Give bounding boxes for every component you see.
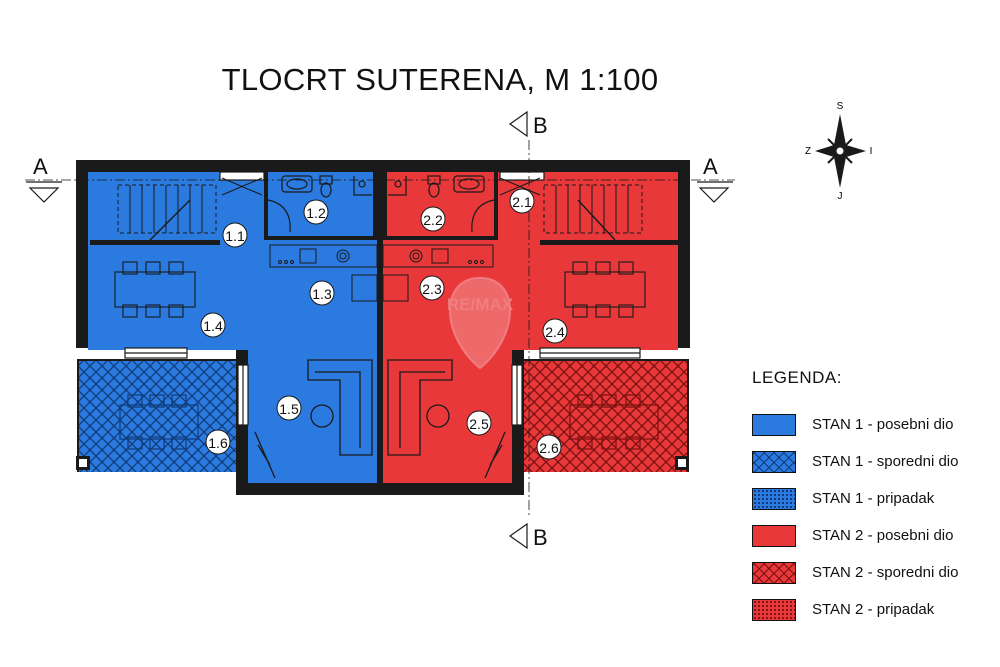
compass-north: S <box>837 101 844 112</box>
section-b-top: B <box>533 113 548 138</box>
room-label: 1.5 <box>276 395 302 421</box>
legend-item: STAN 2 - pripadak <box>752 591 997 628</box>
room-label: 1.1 <box>222 222 248 248</box>
partition-walls <box>90 160 678 483</box>
compass-east: I <box>870 146 873 157</box>
section-a-right: A <box>703 154 718 179</box>
terrace-frame-stan2 <box>522 359 689 472</box>
windows <box>124 171 641 426</box>
svg-text:2.6: 2.6 <box>539 440 559 456</box>
legend-swatch <box>752 413 796 436</box>
legend: LEGENDA: STAN 1 - posebni dio STAN 1 - s… <box>752 368 997 628</box>
svg-text:1.5: 1.5 <box>279 401 299 417</box>
room-label: 2.4 <box>542 318 568 344</box>
kitchen-counters <box>269 244 494 302</box>
svg-text:2.4: 2.4 <box>545 324 565 340</box>
room-label: 2.3 <box>419 275 445 301</box>
dining-tables <box>114 261 646 318</box>
room-label: 2.5 <box>466 410 492 436</box>
svg-text:2.1: 2.1 <box>512 194 532 210</box>
legend-item: STAN 2 - sporedni dio <box>752 554 997 591</box>
room-label: 1.2 <box>303 199 329 225</box>
svg-text:1.1: 1.1 <box>225 228 245 244</box>
legend-swatch <box>752 450 796 473</box>
compass-west: Z <box>805 146 811 157</box>
compass-rose: S J Z I <box>805 101 872 202</box>
legend-label: STAN 1 - sporedni dio <box>812 453 959 470</box>
section-line-a: A A <box>25 154 735 203</box>
legend-item: STAN 1 - posebni dio <box>752 406 997 443</box>
room-label: 2.1 <box>509 188 535 214</box>
legend-item: STAN 1 - sporedni dio <box>752 443 997 480</box>
legend-label: STAN 2 - posebni dio <box>812 527 954 544</box>
terrace-stan1 <box>78 360 238 472</box>
legend-label: STAN 1 - pripadak <box>812 490 935 507</box>
legend-item: STAN 2 - posebni dio <box>752 517 997 554</box>
room-label: 1.6 <box>205 429 231 455</box>
svg-text:1.4: 1.4 <box>203 318 223 334</box>
legend-label: STAN 2 - pripadak <box>812 601 935 618</box>
svg-text:1.2: 1.2 <box>306 205 326 221</box>
legend-swatch <box>752 598 796 621</box>
room-label: 2.6 <box>536 434 562 460</box>
svg-text:2.2: 2.2 <box>423 212 443 228</box>
floor-stan2 <box>383 172 678 483</box>
legend-swatch <box>752 561 796 584</box>
room-labels: 1.1 1.2 1.3 1.4 1.5 1.6 2.1 2.2 2.3 2.4 … <box>200 188 568 460</box>
legend-title: LEGENDA: <box>752 368 842 387</box>
section-b-bottom: B <box>533 525 548 550</box>
legend-swatch <box>752 524 796 547</box>
room-label: 1.3 <box>309 280 335 306</box>
room-label: 2.2 <box>420 206 446 232</box>
svg-text:1.6: 1.6 <box>208 435 228 451</box>
section-line-b: B B <box>508 110 548 550</box>
section-a-left: A <box>33 154 48 179</box>
stairs <box>117 177 643 241</box>
svg-text:1.3: 1.3 <box>312 286 332 302</box>
floor-stan1 <box>88 172 377 483</box>
terrace-frame-stan1 <box>77 359 238 472</box>
terrace-furniture <box>119 394 199 450</box>
legend-item: STAN 1 - pripadak <box>752 480 997 517</box>
legend-swatch <box>752 487 796 510</box>
remax-watermark: RE/MAX <box>447 276 514 370</box>
compass-south: J <box>838 191 843 202</box>
svg-text:2.3: 2.3 <box>422 281 442 297</box>
room-label: 1.4 <box>200 312 226 338</box>
watermark-text: RE/MAX <box>447 295 514 314</box>
living-furniture <box>254 359 506 479</box>
legend-label: STAN 1 - posebni dio <box>812 416 954 433</box>
svg-text:2.5: 2.5 <box>469 416 489 432</box>
plan-title: TLOCRT SUTERENA, M 1:100 <box>221 62 659 97</box>
legend-label: STAN 2 - sporedni dio <box>812 564 959 581</box>
